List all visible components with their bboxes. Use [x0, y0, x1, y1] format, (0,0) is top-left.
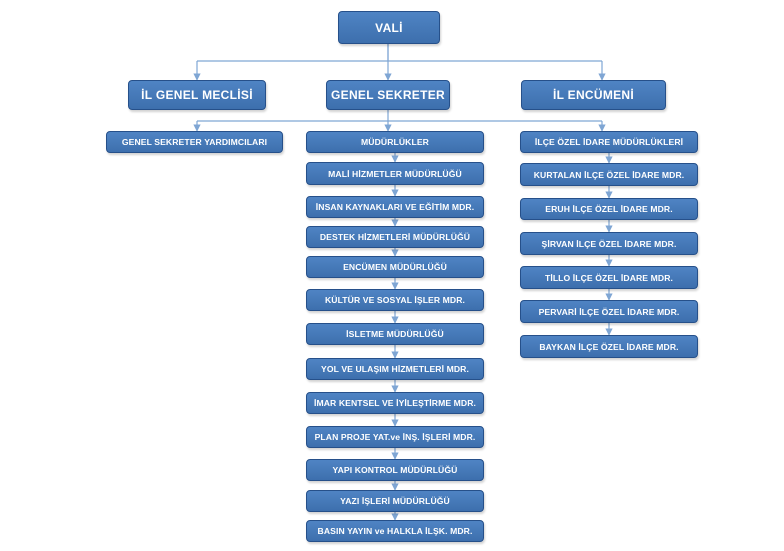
node-genel-sekreter-yardimcilari: GENEL SEKRETER YARDIMCILARI	[106, 131, 283, 153]
node-kultur-sosyal: KÜLTÜR VE SOSYAL İŞLER MDR.	[306, 289, 484, 311]
node-mali-hizmetler: MALİ HİZMETLER MÜDÜRLÜĞÜ	[306, 162, 484, 185]
node-eruh: ERUH İLÇE ÖZEL İDARE MDR.	[520, 198, 698, 220]
node-ilce-ozel-idare-mudurlukleri: İLÇE ÖZEL İDARE MÜDÜRLÜKLERİ	[520, 131, 698, 153]
node-mudurlukler: MÜDÜRLÜKLER	[306, 131, 484, 153]
node-imar-kentsel: İMAR KENTSEL VE İYİLEŞTİRME MDR.	[306, 392, 484, 414]
node-destek-hizmetleri: DESTEK HİZMETLERİ MÜDÜRLÜĞÜ	[306, 226, 484, 248]
node-yazi-isleri: YAZI İŞLERİ MÜDÜRLÜĞÜ	[306, 490, 484, 512]
node-sirvan: ŞİRVAN İLÇE ÖZEL İDARE MDR.	[520, 232, 698, 255]
node-isletme: İSLETME MÜDÜRLÜĞÜ	[306, 323, 484, 345]
node-baykan: BAYKAN İLÇE ÖZEL İDARE MDR.	[520, 335, 698, 358]
node-vali: VALİ	[338, 11, 440, 44]
node-il-genel-meclisi: İL GENEL MECLİSİ	[128, 80, 266, 110]
node-yol-ulasim: YOL VE ULAŞIM HİZMETLERİ MDR.	[306, 358, 484, 380]
node-insan-kaynaklari: İNSAN KAYNAKLARI VE EĞİTİM MDR.	[306, 196, 484, 218]
node-yapi-kontrol: YAPI KONTROL MÜDÜRLÜĞÜ	[306, 459, 484, 481]
node-il-encumeni: İL ENCÜMENİ	[521, 80, 666, 110]
node-encumen-mudurlugu: ENCÜMEN MÜDÜRLÜĞÜ	[306, 256, 484, 278]
node-plan-proje: PLAN PROJE YAT.ve İNŞ. İŞLERİ MDR.	[306, 426, 484, 448]
node-tillo: TİLLO İLÇE ÖZEL İDARE MDR.	[520, 266, 698, 289]
node-genel-sekreter: GENEL SEKRETER	[326, 80, 450, 110]
node-kurtalan: KURTALAN İLÇE ÖZEL İDARE MDR.	[520, 163, 698, 186]
node-pervari: PERVARİ İLÇE ÖZEL İDARE MDR.	[520, 300, 698, 323]
node-basin-yayin: BASIN YAYIN ve HALKLA İLŞK. MDR.	[306, 520, 484, 542]
